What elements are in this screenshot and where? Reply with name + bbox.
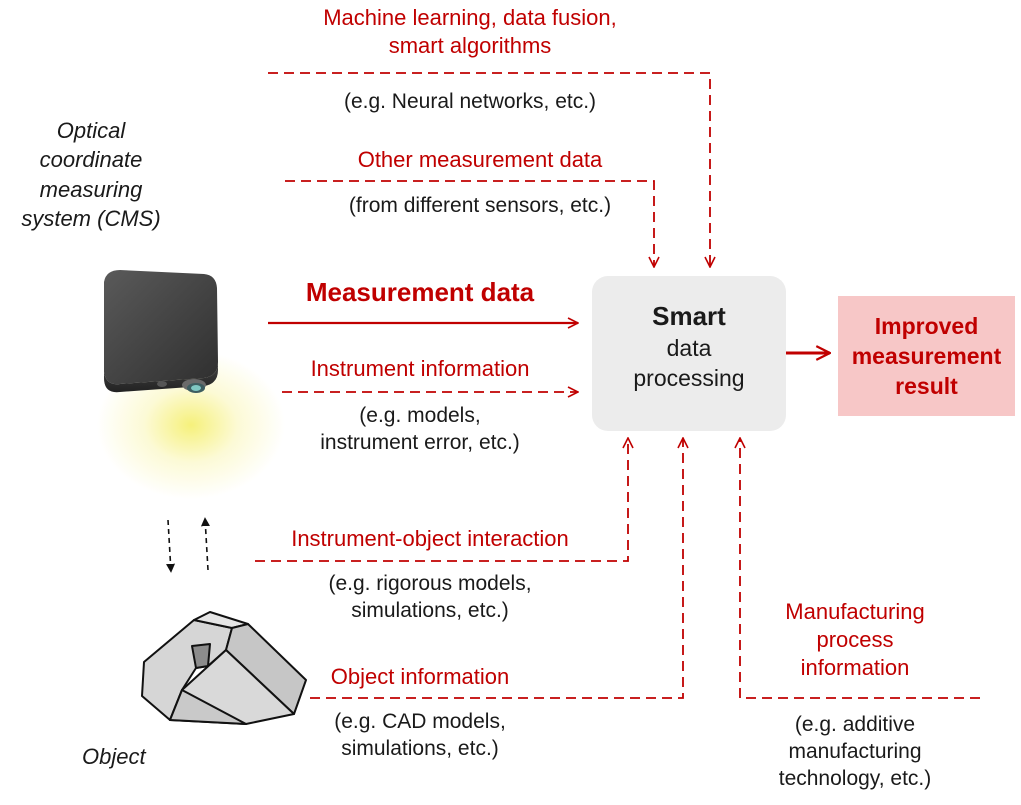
smart-box-subtitle-line: data: [666, 334, 712, 361]
ml-example: (e.g. Neural networks, etc.): [343, 90, 597, 113]
object-icon: [141, 611, 307, 725]
improved-result-box: Improved measurement result: [838, 296, 1015, 416]
instrument-info-example: (e.g. models, instrument error, etc.): [250, 403, 590, 457]
result-box-text: Improved measurement result: [838, 312, 1015, 402]
result-box-line: Improved: [874, 313, 979, 339]
manufacturing-title-line: information: [800, 655, 910, 681]
object-info-title: Object information: [330, 664, 510, 689]
cms-label-line: system (CMS): [21, 205, 161, 231]
instrument-info-example-line: (e.g. models,: [359, 404, 481, 427]
up-dashed-arrow: [200, 517, 210, 571]
ml-title: Machine learning, data fusion, smart alg…: [270, 4, 670, 60]
manufacturing-title-line: process: [816, 627, 894, 653]
object-info-example: (e.g. CAD models, simulations, etc.): [270, 709, 570, 763]
object-label: Object: [82, 744, 146, 769]
ml-title-line: Machine learning, data fusion,: [323, 5, 617, 30]
object-info-example-line: simulations, etc.): [341, 736, 499, 760]
cms-label-line: coordinate: [39, 147, 143, 173]
other-data-example: (from different sensors, etc.): [348, 194, 612, 217]
measurement-data-label: Measurement data: [305, 277, 535, 307]
other-data-title: Other measurement data: [357, 147, 603, 172]
manufacturing-example-line: technology, etc.): [778, 766, 932, 790]
manufacturing-title-line: Manufacturing: [785, 599, 925, 624]
cms-label-line: Optical: [56, 118, 126, 143]
interaction-example: (e.g. rigorous models, simulations, etc.…: [240, 571, 620, 625]
instrument-info-example-line: instrument error, etc.): [320, 430, 520, 454]
smart-data-processing-box: Smart data processing: [592, 276, 786, 431]
optical-cms-device-icon: [104, 270, 218, 393]
object-info-connector: [310, 438, 683, 699]
cms-label-line: measuring: [39, 176, 143, 202]
manufacturing-example-line: (e.g. additive: [794, 713, 916, 736]
ml-title-line: smart algorithms: [388, 33, 552, 59]
down-dashed-arrow: [166, 519, 176, 573]
interaction-connector: [255, 438, 628, 562]
manufacturing-title: Manufacturing process information: [755, 598, 955, 682]
ml-connector: [268, 72, 710, 267]
other-data-connector: [285, 180, 654, 267]
interaction-example-line: (e.g. rigorous models,: [328, 572, 532, 595]
smart-box-subtitle: data processing: [592, 334, 786, 394]
instrument-info-title: Instrument information: [310, 356, 530, 381]
smart-box-title: Smart: [652, 301, 726, 331]
interaction-title: Instrument-object interaction: [291, 526, 569, 551]
interaction-example-line: simulations, etc.): [351, 598, 509, 622]
smart-box-subtitle-line: processing: [633, 364, 745, 391]
object-info-example-line: (e.g. CAD models,: [334, 710, 506, 733]
manufacturing-example-line: manufacturing: [788, 739, 922, 763]
smart-box-text: Smart data processing: [592, 300, 786, 394]
result-box-line: result: [895, 372, 958, 399]
manufacturing-connector: [740, 438, 980, 699]
manufacturing-example: (e.g. additive manufacturing technology,…: [755, 712, 955, 793]
cms-label: Optical coordinate measuring system (CMS…: [6, 116, 176, 233]
result-box-line: measurement: [851, 342, 1002, 369]
